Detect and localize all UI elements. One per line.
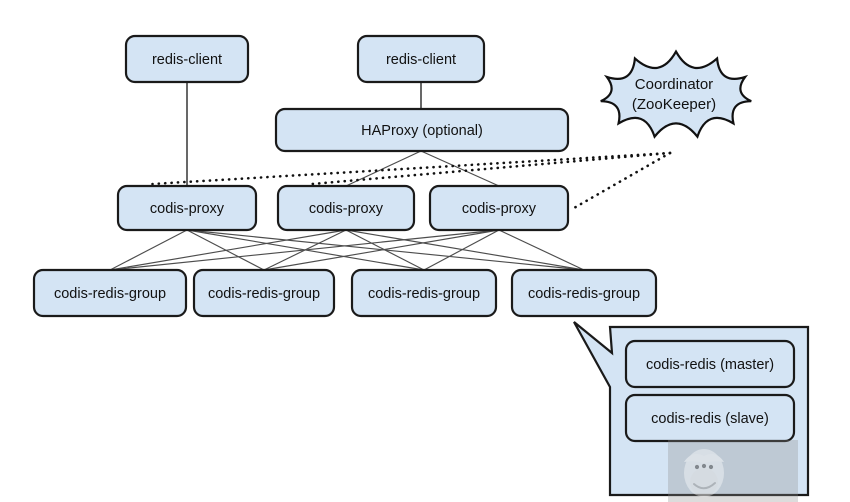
proxy-node-1[interactable]: codis-proxy xyxy=(116,184,258,232)
coordinator-cloud[interactable]: Coordinator (ZooKeeper) xyxy=(600,49,752,139)
group-node-3-box xyxy=(350,268,498,318)
client-node-2[interactable]: redis-client xyxy=(356,34,486,84)
group-node-2[interactable]: codis-redis-group xyxy=(192,268,336,318)
proxy-node-1-box xyxy=(116,184,258,232)
group-node-4[interactable]: codis-redis-group xyxy=(510,268,658,318)
proxy-node-3-box xyxy=(428,184,570,232)
edge-layer xyxy=(109,82,672,271)
group-node-1[interactable]: codis-redis-group xyxy=(32,268,188,318)
edge-coordinator-to-proxies xyxy=(151,151,672,210)
cloud-shape-icon xyxy=(600,49,752,139)
edge-haproxy-codis-proxy-3 xyxy=(420,150,500,187)
edge-codis-proxy-2-codis-redis-group-3 xyxy=(345,229,425,271)
client-node-1[interactable]: redis-client xyxy=(124,34,250,84)
client-node-2-box xyxy=(356,34,486,84)
haproxy-node[interactable]: HAProxy (optional) xyxy=(274,107,570,153)
coordinator-label-line2: (ZooKeeper) xyxy=(632,96,716,113)
group-node-row: codis-redis-group codis-redis-group codis-… xyxy=(32,268,658,318)
proxy-node-3-label: codis-proxy xyxy=(462,201,537,217)
group-node-2-label: codis-redis-group xyxy=(208,286,320,302)
haproxy-node-box xyxy=(274,107,570,153)
edge-codis-proxy-3-codis-redis-group-4 xyxy=(498,229,585,271)
group-node-4-box xyxy=(510,268,658,318)
client-node-1-label: redis-client xyxy=(152,52,222,68)
edge-codis-proxy-3-codis-redis-group-3 xyxy=(423,229,500,271)
callout-member-2-label: codis-redis (slave) xyxy=(651,411,769,427)
proxy-node-1-label: codis-proxy xyxy=(150,201,225,217)
group-node-1-label: codis-redis-group xyxy=(54,286,166,302)
group-node-3-label: codis-redis-group xyxy=(368,286,480,302)
callout-member-1-label: codis-redis (master) xyxy=(646,357,774,373)
callout-member-list: codis-redis (master) codis-redis (slave) xyxy=(624,339,796,443)
client-node-row: redis-client redis-client xyxy=(124,34,486,84)
proxy-node-2-box xyxy=(276,184,416,232)
edge-codis-proxy-3-codis-redis-group-2 xyxy=(263,229,500,271)
edge-codis-proxy-2-codis-redis-group-1 xyxy=(109,229,347,271)
client-node-1-box xyxy=(124,34,250,84)
callout-member-2-box xyxy=(624,393,796,443)
group-node-4-label: codis-redis-group xyxy=(528,286,640,302)
edge-codis-proxy-3-codis-redis-group-1 xyxy=(109,229,500,271)
callout-member-1[interactable]: codis-redis (master) xyxy=(624,339,796,389)
callout-member-2[interactable]: codis-redis (slave) xyxy=(624,393,796,443)
proxy-node-3[interactable]: codis-proxy xyxy=(428,184,570,232)
haproxy-node-label: HAProxy (optional) xyxy=(361,123,483,139)
proxy-node-2[interactable]: codis-proxy xyxy=(276,184,416,232)
haproxy-node[interactable]: HAProxy (optional) xyxy=(274,107,570,153)
edge-codis-proxy-1-codis-redis-group-1 xyxy=(109,229,188,271)
group-node-3[interactable]: codis-redis-group xyxy=(350,268,498,318)
callout-member-1-box xyxy=(624,339,796,389)
edge-coordinator-codis-proxy-3 xyxy=(572,151,672,210)
client-node-2-label: redis-client xyxy=(386,52,456,68)
edge-coordinator-codis-proxy-2 xyxy=(310,151,672,186)
group-detail-callout[interactable]: codis-redis (master) codis-redis (slave) xyxy=(573,321,810,497)
proxy-node-2-label: codis-proxy xyxy=(309,201,384,217)
monkey-face-icon xyxy=(684,449,724,497)
coordinator-label-line1: Coordinator xyxy=(635,76,713,93)
edge-proxy-group-mesh xyxy=(109,229,585,271)
edge-codis-proxy-2-codis-redis-group-4 xyxy=(345,229,585,271)
edge-haproxy-to-proxies xyxy=(345,150,500,187)
group-node-1-box xyxy=(32,268,188,318)
group-node-2-box xyxy=(192,268,336,318)
site-watermark xyxy=(668,440,798,502)
edge-coordinator-codis-proxy-1 xyxy=(151,151,672,186)
proxy-node-row: codis-proxy codis-proxy codis-proxy xyxy=(116,184,570,232)
